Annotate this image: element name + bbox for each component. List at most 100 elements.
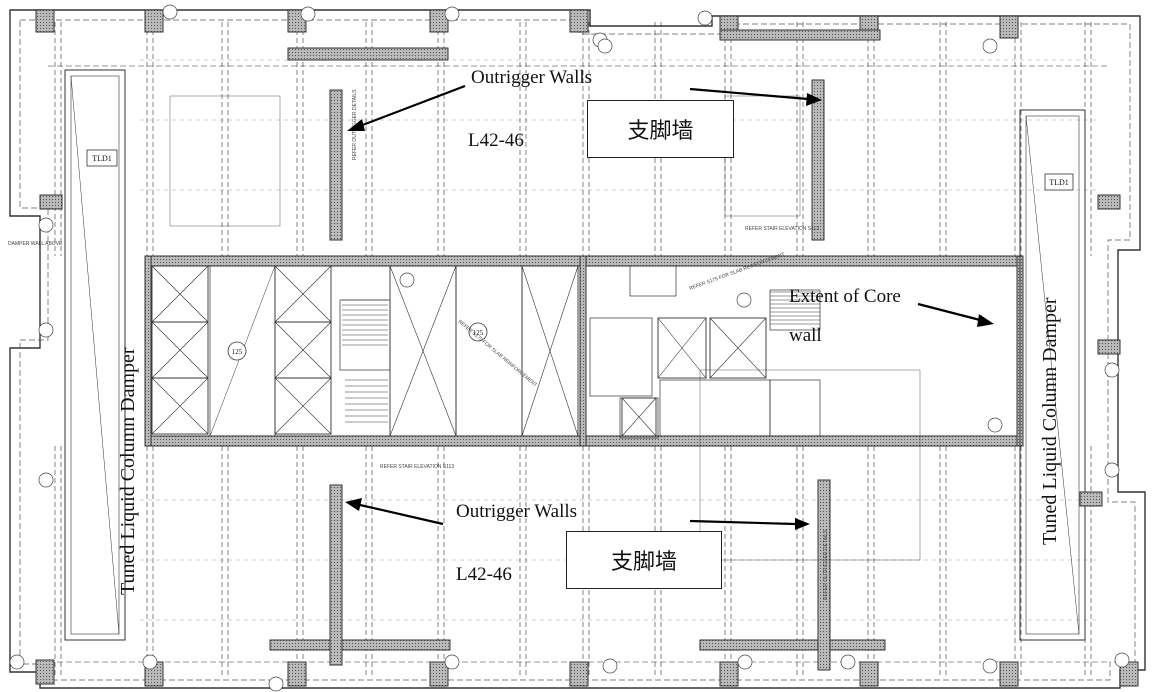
lift-shaft <box>657 317 707 379</box>
damper-wall <box>1097 194 1121 210</box>
outrigger-wall <box>817 479 831 671</box>
shaft-cross <box>709 317 767 379</box>
shaft-cross <box>389 265 457 437</box>
column <box>287 661 307 687</box>
shaft-cross <box>151 265 209 323</box>
column <box>429 661 449 687</box>
grid-tag <box>602 658 618 674</box>
outrigger-detail-note: REFER OUTRIGGER DETAILS <box>823 529 829 600</box>
outrigger-wall <box>811 79 825 241</box>
void-outline <box>724 95 801 217</box>
annotation-arrows <box>345 84 994 530</box>
column <box>35 9 55 33</box>
void-outline <box>699 369 921 561</box>
shaft-cross <box>657 317 707 379</box>
core-wall-mid <box>579 255 587 447</box>
arrow-outrigger-top-left <box>359 84 466 128</box>
core-extent-label: Extent of Core <box>789 286 901 307</box>
tld-label-left: TLD1 <box>86 149 118 167</box>
svg-text:TLD1: TLD1 <box>1049 178 1069 187</box>
grid-tag <box>840 654 856 670</box>
core-wall-left <box>144 255 152 447</box>
hidden-stair-note: REFER STAIR ELEVATION S113 <box>745 226 819 232</box>
shaft-cross <box>274 265 332 323</box>
building-outline <box>9 9 1146 689</box>
lobby <box>455 265 523 437</box>
stair <box>769 289 821 331</box>
chinese-label-box-bottom: 支脚墙 <box>566 531 722 589</box>
column <box>569 9 589 33</box>
grid-tag <box>268 676 284 692</box>
outrigger-beam-bottom <box>269 639 451 651</box>
outrigger-walls-label-bottom: Outrigger Walls <box>456 501 577 522</box>
arrow-outrigger-bottom-right <box>689 519 796 526</box>
outrigger-walls-label-top: Outrigger Walls <box>471 67 592 88</box>
column <box>999 661 1019 687</box>
stair <box>339 299 391 371</box>
slab-thickness-tag: 125 <box>227 341 247 361</box>
grid-tag <box>982 658 998 674</box>
grid-tag <box>444 654 460 670</box>
tlcd-label-right: Tuned Liquid Column Damper <box>1039 297 1061 545</box>
arrow-core-extent <box>917 302 981 322</box>
damper-wall <box>1079 491 1103 507</box>
outrigger-wall <box>329 484 343 666</box>
damper-wall <box>1097 339 1121 355</box>
lift-shaft <box>151 377 209 435</box>
chinese-label-text: 支脚墙 <box>627 119 694 144</box>
level-range-label-top: L42-46 <box>468 130 524 151</box>
lift-shaft <box>621 397 657 437</box>
outrigger-beam-bottom <box>699 639 886 651</box>
damper-wall <box>39 194 63 210</box>
grid-tag <box>38 322 54 338</box>
slab-reinforcement-note-core: REFER S175 FOR SLAB REINFORCEMENT <box>457 319 538 389</box>
tlcd-tank-right-inner <box>1025 115 1080 635</box>
arrow-outrigger-bottom-left <box>359 503 444 526</box>
outrigger-wall <box>329 89 343 241</box>
chinese-label-text: 支脚墙 <box>610 550 677 575</box>
slab-thickness-tag: 125 <box>468 322 488 342</box>
tlcd-tank-left <box>64 69 126 641</box>
column <box>35 659 55 685</box>
arrow-outrigger-top-right <box>689 87 809 101</box>
outrigger-detail-note: REFER OUTRIGGER DETAILS <box>352 89 358 160</box>
grid-tag <box>987 417 1003 433</box>
grid-tag <box>38 217 54 233</box>
stair-elevation-note: REFER STAIR ELEVATION S113 <box>380 464 454 470</box>
column <box>859 661 879 687</box>
grid-tag <box>300 6 316 22</box>
outrigger-beam-top <box>287 47 449 61</box>
damper-wall-note: DAMPER WALL ABOVE <box>8 241 63 247</box>
shaft-cross <box>151 377 209 435</box>
tlcd-label-left: Tuned Liquid Column Damper <box>117 347 139 595</box>
tank-diagonal <box>70 75 120 635</box>
svg-text:TLD1: TLD1 <box>92 154 112 163</box>
grid-tag <box>737 654 753 670</box>
grid-tag <box>444 6 460 22</box>
plan-detail-linework <box>9 4 1146 692</box>
level-range-label-bottom: L42-46 <box>456 564 512 585</box>
grid-tag <box>1114 652 1130 668</box>
grid-tag <box>597 38 613 54</box>
grid-tag <box>162 4 178 20</box>
column <box>144 9 164 33</box>
grid-tag <box>9 654 25 670</box>
tld-label-right: TLD1 <box>1044 173 1074 191</box>
column <box>429 9 449 33</box>
grid-tag <box>142 654 158 670</box>
core-room <box>629 265 677 297</box>
chinese-label-box-top: 支脚墙 <box>587 100 734 158</box>
column <box>569 661 589 687</box>
grid-tag <box>38 472 54 488</box>
core-room <box>659 379 771 437</box>
lobby <box>209 265 276 437</box>
shaft-cross <box>151 321 209 379</box>
grid-tag <box>1104 362 1120 378</box>
tlcd-tank-right <box>1019 109 1086 641</box>
tank-diagonal <box>1025 115 1080 635</box>
svg-text:125: 125 <box>232 348 243 356</box>
svg-text:125: 125 <box>473 329 484 337</box>
shaft-cross <box>274 377 332 435</box>
